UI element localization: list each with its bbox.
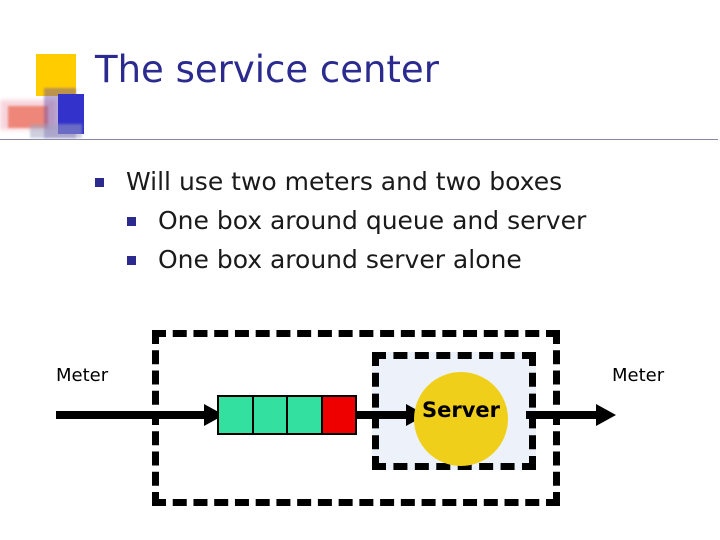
meter-left-label: Meter xyxy=(56,365,109,386)
arrow-shaft xyxy=(526,411,598,419)
arrow-shaft xyxy=(356,411,408,419)
bullet-item-level2: One box around server alone xyxy=(92,240,672,279)
bullet-text: One box around queue and server xyxy=(158,206,587,235)
server-label: Server xyxy=(421,398,500,422)
queue-cell-active xyxy=(322,397,355,433)
bullet-list: Will use two meters and two boxes One bo… xyxy=(92,163,672,279)
queue-cell xyxy=(288,397,323,433)
meter-right-label: Meter xyxy=(612,365,665,386)
arrow-head xyxy=(596,404,616,426)
bullet-marker-icon xyxy=(127,256,136,265)
arrow-shaft xyxy=(56,411,206,419)
slide-title: The service center xyxy=(95,48,439,91)
decorative-corner-graphic xyxy=(0,28,120,148)
bullet-text: Will use two meters and two boxes xyxy=(126,167,563,196)
bullet-item-level2: One box around queue and server xyxy=(92,201,672,240)
bullet-item-level1: Will use two meters and two boxes xyxy=(92,163,672,201)
deco-block-grey xyxy=(30,124,82,138)
bullet-text: One box around server alone xyxy=(158,245,522,274)
bullet-marker-icon xyxy=(127,217,136,226)
queue-cell xyxy=(219,397,254,433)
queue-cells xyxy=(217,395,357,435)
arrow-inflow-icon xyxy=(56,404,224,426)
arrow-outflow-icon xyxy=(526,404,616,426)
server-circle xyxy=(414,372,508,466)
deco-block-yellow xyxy=(36,54,76,96)
queue-cell xyxy=(253,397,288,433)
title-divider xyxy=(0,139,718,140)
deco-block-red xyxy=(8,106,48,128)
bullet-marker-icon xyxy=(95,178,104,187)
